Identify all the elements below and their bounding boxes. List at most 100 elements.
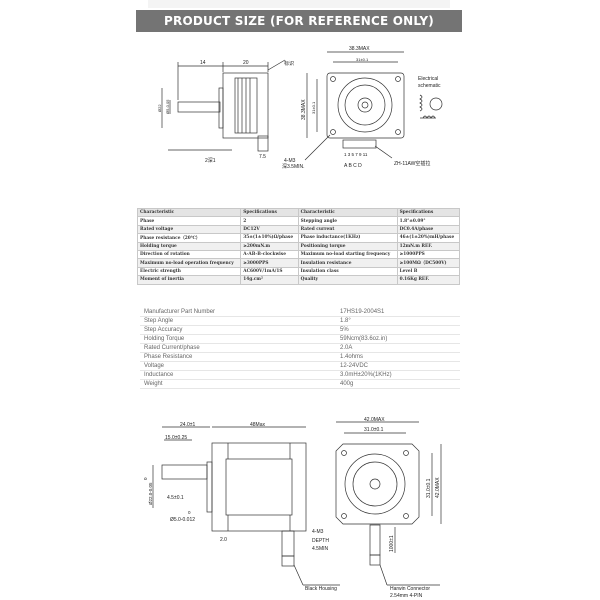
dim-38-3-horizontal: 38.3MAX — [349, 46, 370, 52]
table-cell: ≥3000PPS — [240, 258, 299, 268]
table-cell: 2 — [240, 216, 299, 226]
connector-pitch: 2.54mm 4-PIN — [390, 593, 423, 599]
table-cell: Holding Torque — [140, 334, 336, 344]
table-cell: AC600V/1mA/1S — [240, 266, 299, 277]
bottom-side-view — [152, 426, 340, 586]
table-cell: A-AB-B-clockwise — [240, 249, 299, 260]
table-cell: Inductance — [140, 370, 336, 380]
schematic-label: schematic — [418, 83, 441, 89]
dim-42-vertical: 42.0MAX — [435, 477, 441, 498]
table-cell: DC0.4A/phase — [396, 224, 461, 235]
table-cell: ≥100MΩ（DC500V) — [396, 258, 461, 268]
section-banner: PRODUCT SIZE (FOR REFERENCE ONLY) — [136, 10, 462, 32]
table-cell: Insulation class — [297, 266, 398, 277]
table-cell: 1.8° — [336, 316, 460, 326]
top-side-view — [161, 59, 286, 152]
top-strip — [148, 0, 450, 8]
depth-label: DEPTH — [312, 538, 329, 544]
table-cell: 5% — [336, 325, 460, 335]
table-cell: 12mN.m REF. — [396, 241, 461, 251]
table-cell: ≥1000PPS — [396, 249, 461, 260]
dim-31-vertical: 31±0.1 — [311, 101, 316, 114]
table-cell: 2.0A — [336, 343, 460, 353]
table-cell: 35±(1±10%)Ω/phase — [240, 233, 299, 243]
phase-labels: A B C D — [344, 163, 362, 169]
dim-31-vertical: 31.0±0.1 — [426, 478, 432, 498]
table-cell: Rated Current/phase — [140, 343, 336, 353]
dim-24: 24.0±1 — [180, 422, 195, 428]
table-cell: 400g — [336, 379, 460, 389]
dim-31-horizontal: 31.0±0.1 — [364, 427, 384, 433]
lead-length: 1000±1 — [389, 535, 395, 552]
table-cell: Phase inductance(1KHz) — [297, 233, 398, 243]
table-cell: 1.8°±0.09° — [396, 216, 461, 226]
table-cell: Level B — [396, 266, 461, 277]
pin-numbers: 1 3 5 7 9 11 — [344, 152, 368, 157]
table-cell: 12-24VDC — [336, 361, 460, 371]
dim-2: 2.0 — [220, 537, 227, 543]
dim-14: 14 — [200, 60, 206, 66]
dim-phi22: Ø22 — [157, 104, 162, 112]
dim-5: Ø5.0-0.012 — [170, 517, 195, 523]
table-cell: Specifications — [396, 207, 461, 218]
black-housing-label: Black Housing — [305, 586, 337, 592]
table-cell: 0.16Kg REF. — [396, 275, 461, 285]
table-cell: Weight — [140, 379, 336, 389]
dim-42-horizontal: 42.0MAX — [364, 417, 385, 423]
holes-label: 4-M3 — [284, 158, 296, 164]
table-row: Maximum no-load operation frequency≥3000… — [136, 258, 461, 268]
table-cell: Holding torque — [136, 241, 242, 251]
dim-22-top: 0 — [143, 477, 148, 480]
dim-31-horizontal: 31±0.1 — [356, 57, 369, 62]
dim-20: 20 — [243, 60, 249, 66]
table-cell: Stepping angle — [297, 216, 398, 226]
dim-22: Ø22.0-0.05 — [148, 482, 153, 505]
label-mark: 标识 — [284, 60, 294, 67]
dim-48: 48Max — [250, 422, 266, 428]
electrical-label: Electrical — [418, 76, 438, 82]
table-cell: 1.4ohms — [336, 352, 460, 362]
table-cell: 17HS19-2004S1 — [336, 308, 460, 317]
connector-label: Harwin Connector — [390, 586, 430, 592]
table-cell: Quality — [297, 275, 398, 285]
dim-15: 15.0±0.25 — [165, 435, 187, 441]
table-cell: Maximum no-load operation frequency — [136, 258, 242, 268]
table-cell: Manufacturer Part Number — [140, 308, 336, 317]
table-cell: Characteristic — [297, 207, 398, 218]
holes-label: 4-M3 — [312, 529, 324, 535]
table-cell: Step Angle — [140, 316, 336, 326]
table-cell: Positioning torque — [297, 241, 398, 251]
table-cell: Direction of rotation — [136, 249, 242, 260]
motor-body — [222, 72, 269, 139]
table-cell: Step Accuracy — [140, 325, 336, 335]
table-cell: 46±(1±20%)mH/phase — [396, 233, 461, 243]
table-cell: 3.0mH±20%(1KHz) — [336, 370, 460, 380]
shaft — [161, 464, 208, 480]
shaft — [177, 101, 221, 113]
dim-5-top: 0 — [188, 510, 191, 515]
table-cell: 14g.cm² — [240, 275, 299, 285]
table-cell: Insulation resistance — [297, 258, 398, 268]
dim-38-3-vertical: 38.3MAX — [301, 99, 307, 120]
depth-value: 4.5MIN — [312, 546, 329, 552]
